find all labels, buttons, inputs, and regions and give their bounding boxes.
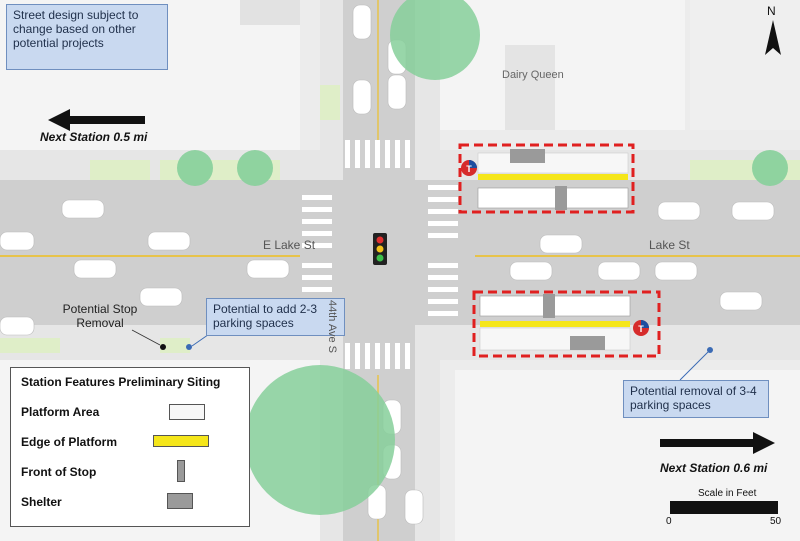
- legend-label-front-of-stop: Front of Stop: [21, 465, 97, 479]
- arrow-right-icon: [660, 432, 775, 454]
- traffic-signal-icon: [373, 233, 387, 265]
- add-parking-marker: [186, 344, 192, 350]
- remove-parking-marker: [707, 347, 713, 353]
- remove-parking-note: Potential removal of 3-4 parking spaces: [623, 380, 769, 418]
- crosswalk-north: [345, 140, 410, 168]
- platform-south-area: [479, 327, 631, 351]
- front-of-stop-symbol: [177, 460, 185, 482]
- north-arrow-icon: [765, 20, 781, 55]
- car-icon: [539, 234, 583, 254]
- car-icon: [352, 4, 372, 40]
- street-label-lake-st-east: Lake St: [649, 238, 690, 252]
- platform-north-area: [477, 152, 629, 174]
- platform-south-front: [543, 294, 555, 318]
- dairy-queen-building: [505, 45, 555, 130]
- design-note: Street design subject to change based on…: [6, 4, 168, 70]
- car-icon: [654, 261, 698, 281]
- scale-min-label: 0: [666, 516, 672, 527]
- car-icon: [0, 231, 35, 251]
- car-icon: [73, 259, 117, 279]
- car-icon: [719, 291, 763, 311]
- edge-of-platform-symbol: [153, 435, 209, 447]
- dairy-queen-label: Dairy Queen: [502, 69, 564, 81]
- platform-south-edge: [480, 321, 630, 327]
- transit-stop-icon: T: [461, 160, 477, 176]
- platform-north-outline: [458, 143, 635, 214]
- legend-label-shelter: Shelter: [21, 495, 62, 509]
- legend-title: Station Features Preliminary Siting: [21, 375, 221, 389]
- car-icon: [147, 231, 191, 251]
- add-parking-note: Potential to add 2-3 parking spaces: [206, 298, 345, 336]
- platform-south-outline: [472, 290, 661, 358]
- tree-icon: [245, 365, 395, 515]
- car-icon: [246, 259, 290, 279]
- platform-south-shelter: [570, 336, 605, 350]
- north-label: N: [767, 4, 776, 18]
- svg-text:T: T: [466, 164, 472, 174]
- scale-bar: [670, 501, 778, 514]
- crosswalk-south: [345, 343, 410, 369]
- legend-label-edge-of-platform: Edge of Platform: [21, 435, 118, 449]
- crosswalk-east: [428, 185, 458, 316]
- arrow-left-icon: [48, 109, 145, 131]
- car-icon: [731, 201, 775, 221]
- car-icon: [404, 489, 424, 525]
- scale-max-label: 50: [770, 516, 782, 527]
- car-icon: [139, 287, 183, 307]
- scale-title: Scale in Feet: [698, 488, 757, 499]
- potential-stop-removal-label: Potential Stop Removal: [62, 302, 138, 330]
- tree-icon: [752, 150, 788, 186]
- car-icon: [387, 74, 407, 110]
- stop-removal-leader: [131, 329, 161, 346]
- grass-strip-5: [0, 338, 60, 353]
- car-icon: [0, 316, 35, 336]
- platform-area-symbol: [169, 404, 205, 420]
- tree-icon: [237, 150, 273, 186]
- car-icon: [61, 199, 105, 219]
- stop-removal-marker: [160, 344, 166, 350]
- street-label-e-lake-st: E Lake St: [263, 238, 316, 252]
- building-nw: [240, 0, 300, 25]
- street-label-44th-ave: 44th Ave S: [326, 300, 338, 354]
- car-icon: [597, 261, 641, 281]
- remove-parking-leader: [679, 351, 709, 381]
- platform-north-bus: [477, 187, 629, 209]
- svg-text:T: T: [638, 324, 644, 334]
- tree-icon: [390, 0, 480, 80]
- building-ne-2: [690, 0, 800, 130]
- platform-north-front: [555, 186, 567, 210]
- grass-strip-6: [160, 338, 190, 353]
- car-icon: [509, 261, 553, 281]
- next-station-east-label: Next Station 0.6 mi: [660, 461, 768, 475]
- grass-strip-4: [320, 85, 340, 120]
- car-icon: [657, 201, 701, 221]
- shelter-symbol: [167, 493, 193, 509]
- legend-label-platform-area: Platform Area: [21, 405, 100, 419]
- platform-north-edge: [478, 174, 628, 180]
- next-station-west-label: Next Station 0.5 mi: [40, 130, 148, 144]
- tree-icon: [177, 150, 213, 186]
- platform-north-shelter: [510, 149, 545, 163]
- legend: Station Features Preliminary Siting Plat…: [10, 367, 250, 527]
- car-icon: [352, 79, 372, 115]
- grass-strip-1: [90, 160, 150, 180]
- transit-stop-icon: T: [633, 320, 649, 336]
